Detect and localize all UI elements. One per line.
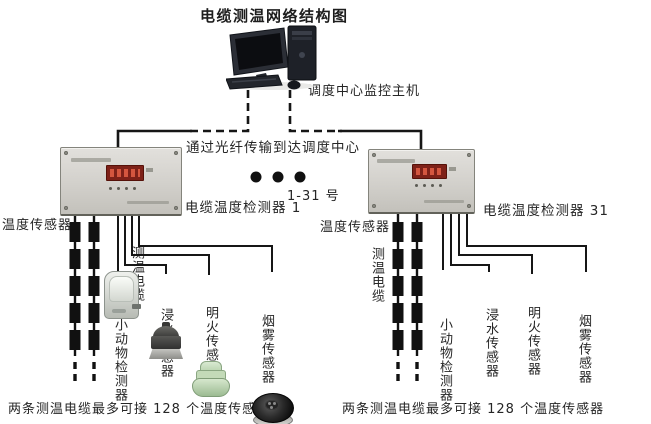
capacity-note-right: 两条测温电缆最多可接 128 个温度传感器 [342, 402, 605, 417]
flame-sensor-left [192, 361, 230, 397]
panel-footer-text [424, 200, 464, 203]
panel-model-text [71, 158, 111, 162]
ellipsis-dots [250, 171, 306, 183]
led-display [106, 165, 144, 181]
host-label: 调度中心监控主机 [308, 84, 421, 99]
panel-footer-text [127, 201, 169, 204]
animal-detector-label-left: 小动物检测器 [112, 318, 127, 402]
panel-buttons [109, 187, 136, 190]
measuring-cable-right-2 [411, 213, 423, 381]
panel-buttons [415, 184, 442, 187]
fiber-link-left [116, 90, 250, 148]
measuring-cable-left-1 [69, 214, 81, 381]
detector-1-label: 电缆温度检测器 1 [185, 200, 302, 216]
detector-range-label: 1-31 号 [287, 189, 340, 204]
panel-model-text [377, 159, 415, 163]
water-sensor-left [149, 322, 183, 360]
smoke-sensor-left [252, 393, 294, 424]
measuring-cable-label-right: 测温电缆 [369, 247, 384, 303]
fiber-note: 通过光纤传输到达调度中心 [186, 140, 360, 156]
smoke-sensor-label-right: 烟雾传感器 [576, 314, 591, 384]
animal-detector-label-right: 小动物检测器 [437, 318, 452, 402]
animal-detector-left [104, 271, 141, 319]
sensor-wires-right [442, 211, 587, 274]
detector-box-1 [60, 147, 182, 216]
water-sensor-label-right: 浸水传感器 [483, 308, 498, 378]
measuring-cable-left-2 [88, 214, 100, 381]
detector-31-label: 电缆温度检测器 31 [483, 203, 609, 219]
led-display [412, 164, 447, 179]
fiber-link-right [288, 90, 423, 151]
temp-sensor-label-left: 温度传感器 [2, 218, 73, 233]
flame-sensor-label-right: 明火传感器 [525, 306, 540, 376]
capacity-note-left: 两条测温电缆最多可接 128 个温度传感器 [8, 402, 271, 417]
diagram-title: 电缆测温网络结构图 [200, 7, 349, 25]
detector-box-31 [368, 149, 475, 214]
smoke-sensor-label-left: 烟雾传感器 [259, 314, 274, 384]
temp-sensor-label-right: 温度传感器 [320, 220, 391, 235]
sensor-wires-left [117, 213, 273, 275]
flame-sensor-label-left: 明火传感器 [203, 306, 218, 376]
host-computer-icon [225, 25, 324, 91]
measuring-cable-right-1 [392, 213, 404, 381]
